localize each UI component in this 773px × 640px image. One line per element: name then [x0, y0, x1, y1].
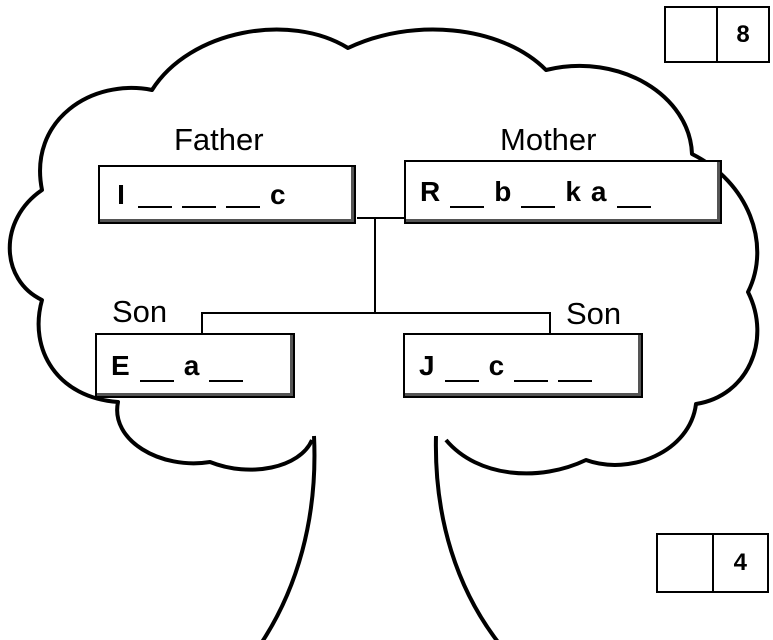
letter-glyph: J — [419, 349, 435, 381]
score-value: 8 — [736, 20, 750, 48]
tree-trunk-right — [433, 435, 500, 640]
letter-blank — [558, 380, 593, 382]
letter-blank — [138, 206, 172, 208]
score-answer-cell[interactable] — [658, 535, 714, 591]
parents-connector — [357, 217, 406, 313]
son-right-label: Son — [566, 296, 622, 331]
sons-connector — [201, 312, 551, 335]
score-value: 4 — [733, 549, 747, 576]
letter-glyph: c — [488, 349, 505, 381]
letter-blank — [514, 380, 549, 382]
letter-glyph: R — [420, 176, 441, 207]
letter-blank — [182, 206, 216, 208]
tree-canopy — [7, 27, 760, 476]
top-score-box: 8 — [664, 6, 770, 63]
letter-blank — [139, 380, 174, 382]
son-left-label: Son — [112, 294, 168, 329]
letter-blank — [209, 380, 244, 382]
mother-label: Mother — [500, 122, 597, 157]
letter-glyph: a — [183, 349, 200, 381]
bottom-score-box: 4 — [656, 533, 769, 593]
letter-blank — [444, 380, 479, 382]
letter-glyph: E — [111, 349, 130, 381]
father-label: Father — [174, 122, 264, 157]
letter-glyph: I — [117, 178, 125, 210]
letter-glyph: b — [494, 176, 512, 207]
tree-trunk-left — [260, 435, 317, 640]
score-answer-cell[interactable] — [666, 8, 718, 61]
letter-blank — [450, 206, 485, 208]
letter-glyph: a — [590, 176, 607, 207]
letter-glyph: k — [565, 176, 581, 207]
letter-blank — [521, 206, 556, 208]
letter-blank — [616, 206, 651, 208]
letter-blank — [226, 206, 260, 208]
letter-glyph: c — [270, 178, 286, 210]
